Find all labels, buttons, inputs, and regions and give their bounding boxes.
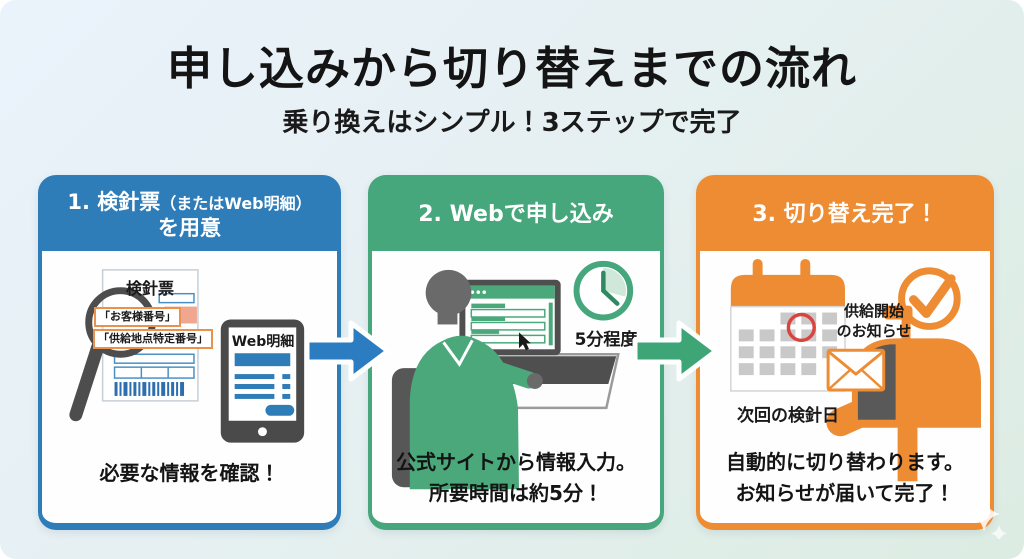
step-2-caption: 公式サイトから情報入力。 所要時間は約5分！ [372, 447, 660, 509]
step-1-header-line2: を用意 [158, 216, 221, 240]
barcode-icon [114, 382, 185, 396]
step-card-2: 2. Webで申し込み [368, 175, 664, 530]
check-circle-icon [898, 267, 961, 330]
person-at-laptop-illustration [391, 260, 634, 490]
notice-line2: のお知らせ [836, 322, 912, 341]
step-2-body: 5分程度 公式サイトから情報入力。 所要時間は約5分！ [372, 251, 660, 523]
notice-line1: 供給開始 [843, 302, 904, 320]
customer-number-tag: 「お客様番号」 [94, 307, 181, 328]
step-card-1: 1. 検針票（またはWeb明細） を用意 [38, 175, 341, 530]
envelope-icon [826, 348, 886, 392]
arrow-right-icon-2 [632, 320, 719, 382]
tablet-icon [220, 319, 305, 443]
laptop-icon [459, 279, 561, 356]
step-2-header-text: 2. Webで申し込み [418, 202, 614, 228]
sparkle-icon [968, 497, 1007, 539]
step-2-header: 2. Webで申し込み [372, 179, 660, 251]
clock-duration-label: 5分程度 [574, 330, 638, 350]
step-3-header: 3. 切り替え完了！ [700, 179, 990, 251]
step-1-header-main: 1. 検針票 [67, 189, 161, 214]
step-3-caption: 自動的に切り替わります。 お知らせが届いて完了！ [700, 447, 990, 509]
step-2-caption-line2: 所要時間は約5分！ [429, 481, 603, 505]
step-1-header: 1. 検針票（またはWeb明細） を用意 [42, 179, 337, 251]
next-reading-label: 次回の検針日 [737, 406, 839, 426]
step-1-header-line1: 1. 検針票（またはWeb明細） [67, 189, 311, 215]
step-1-caption: 必要な情報を確認！ [99, 461, 280, 485]
cursor-icon [518, 332, 531, 351]
supply-point-tag: 「供給地点特定番号」 [93, 329, 213, 350]
document-title-label: 検針票 [125, 279, 174, 298]
calendar-icon [730, 258, 846, 392]
marked-date-circle [786, 312, 816, 343]
page-title: 申し込みから切り替えまでの流れ [166, 42, 857, 95]
mailbox-icon [826, 305, 981, 482]
step-card-3: 3. 切り替え完了！ [696, 175, 994, 530]
step-2-caption-line1: 公式サイトから情報入力。 [396, 450, 636, 474]
arrow-right-icon-1 [304, 320, 391, 382]
supply-start-notice-label: 供給開始 のお知らせ [824, 301, 924, 342]
step-3-body: 供給開始 のお知らせ 次回の検針日 自動的に切り替わります。 お知らせが届いて完… [700, 251, 990, 523]
clock-icon [573, 260, 634, 321]
step-3-caption-line2: お知らせが届いて完了！ [735, 481, 955, 505]
step-1-body: 検針票 「お客様番号」 「供給地点特定番号」 Web明細 必要な情報を確認！ [42, 251, 337, 523]
web-statement-label: Web明細 [231, 334, 295, 350]
person-icon [409, 269, 543, 490]
step-3-caption-line1: 自動的に切り替わります。 [726, 450, 964, 474]
completion-illustration [730, 258, 981, 482]
step-3-header-text: 3. 切り替え完了！ [752, 202, 938, 228]
step-1-header-note: （またはWeb明細） [160, 193, 312, 213]
page-subtitle: 乗り換えはシンプル！3ステップで完了 [282, 108, 742, 138]
